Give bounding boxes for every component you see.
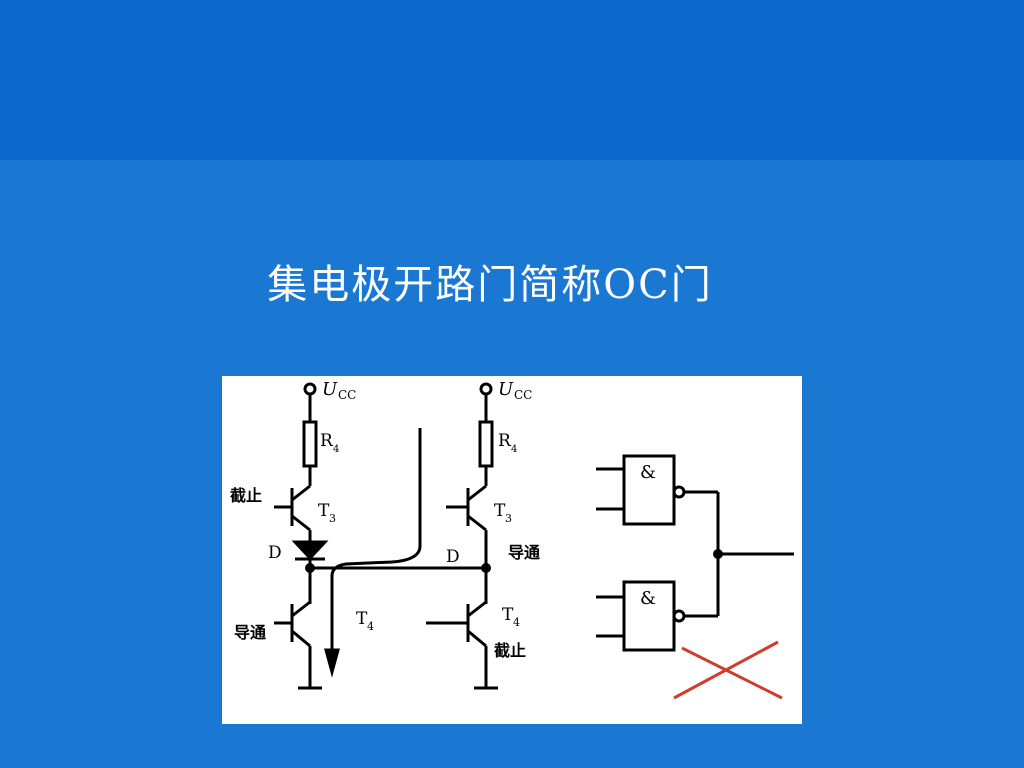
gate-top-symbol: & bbox=[640, 462, 656, 483]
right-circuit bbox=[426, 382, 498, 690]
top-band bbox=[0, 0, 1024, 160]
left-t4-state: 导通 bbox=[234, 623, 266, 642]
left-diode bbox=[291, 540, 329, 561]
circuit-figure: U CC R 4 截止 T 3 D 导通 T 4 U CC R 4 T 3 导通… bbox=[222, 376, 802, 724]
right-supply-label: U bbox=[498, 379, 514, 400]
left-t4-sub: 4 bbox=[367, 620, 374, 633]
current-arrow-head bbox=[324, 648, 340, 678]
left-t3-label: T bbox=[318, 501, 330, 521]
left-t4-label: T bbox=[356, 609, 368, 629]
left-circuit bbox=[274, 382, 486, 690]
gate-pair bbox=[596, 454, 794, 652]
right-diode-label: D bbox=[446, 547, 460, 567]
right-r4-label: R bbox=[498, 431, 512, 451]
right-t3-label: T bbox=[494, 501, 506, 521]
left-t3-sub: 3 bbox=[329, 512, 336, 525]
left-t3-state: 截止 bbox=[230, 486, 262, 505]
left-supply-terminal bbox=[303, 382, 317, 396]
red-x-icon bbox=[673, 640, 783, 700]
left-r4-sub: 4 bbox=[333, 444, 339, 455]
right-t4-label: T bbox=[502, 605, 514, 625]
circuit-diagram: U CC R 4 截止 T 3 D 导通 T 4 U CC R 4 T 3 导通… bbox=[230, 379, 794, 700]
right-t4-sub: 4 bbox=[513, 616, 520, 629]
left-supply-label: U bbox=[322, 379, 338, 400]
left-resistor-r4 bbox=[302, 420, 318, 468]
right-t4-state: 截止 bbox=[494, 641, 526, 660]
left-r4-label: R bbox=[320, 431, 334, 451]
right-r4-sub: 4 bbox=[511, 444, 517, 455]
right-supply-terminal bbox=[479, 382, 493, 396]
right-resistor-r4 bbox=[478, 420, 494, 468]
right-supply-sub: CC bbox=[514, 388, 532, 402]
slide-title: 集电极开路门简称OC门 bbox=[267, 262, 713, 308]
right-t3-state: 导通 bbox=[508, 543, 540, 562]
nand-gate-bottom bbox=[622, 580, 676, 652]
gate-bottom-symbol: & bbox=[640, 588, 656, 609]
left-diode-label: D bbox=[268, 543, 282, 563]
left-supply-sub: CC bbox=[338, 388, 356, 402]
right-t3-sub: 3 bbox=[505, 512, 512, 525]
current-path bbox=[330, 428, 422, 656]
